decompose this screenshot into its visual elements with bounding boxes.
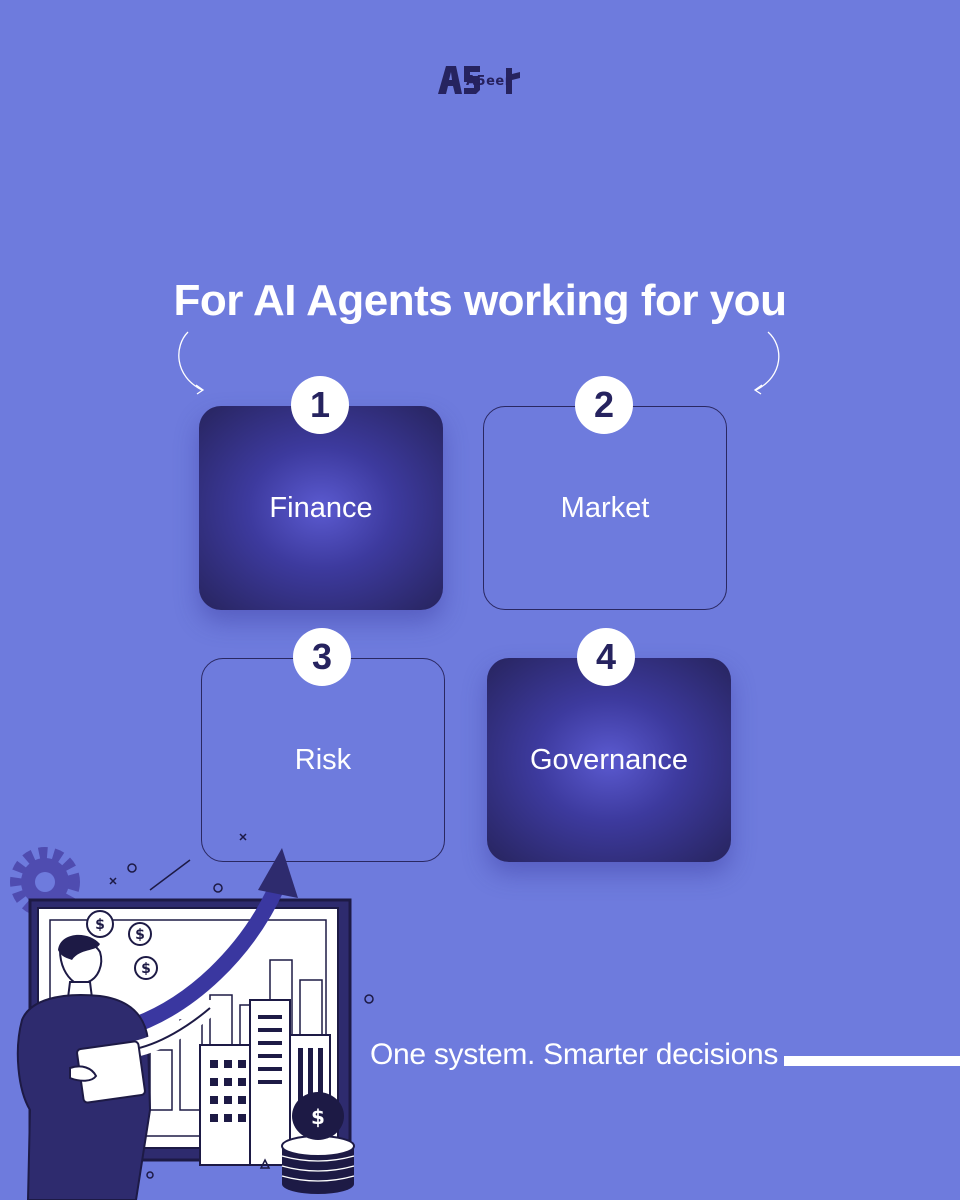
svg-text:$: $ [95, 917, 105, 933]
number-badge-4: 4 [577, 628, 635, 686]
tagline: One system. Smarter decisions [370, 1038, 779, 1071]
card-label: Risk [294, 743, 352, 776]
number-badge-2: 2 [575, 376, 633, 434]
logo-mark [438, 66, 520, 94]
tagline-underline-bar [784, 1056, 960, 1066]
svg-text:$: $ [141, 961, 151, 977]
curved-arrow-left [178, 331, 205, 395]
card-market[interactable]: Market [483, 406, 727, 610]
number-badge-3: 3 [293, 628, 351, 686]
card-label: Market [560, 491, 650, 524]
svg-text:$: $ [135, 927, 145, 943]
dollar-coin-icon: $ $ $ [86, 910, 158, 980]
card-governance[interactable]: Governance [487, 658, 731, 862]
card-label: Governance [530, 743, 688, 776]
growth-arrow-icon [112, 848, 298, 1038]
page-title: For AI Agents working for you [173, 276, 787, 325]
person-figure [16, 934, 218, 1200]
card-finance[interactable]: Finance [199, 406, 443, 610]
logo-text: A5eer [466, 74, 512, 89]
number-badge-1: 1 [291, 376, 349, 434]
svg-text:$: $ [311, 1105, 325, 1129]
card-label: Finance [269, 491, 373, 524]
business-person-illustration: $ $ $ $ [10, 833, 374, 1200]
brand-logo: A5eer [436, 60, 526, 100]
curved-arrow-right [753, 331, 780, 395]
coin-stack-icon: $ [281, 1092, 355, 1194]
